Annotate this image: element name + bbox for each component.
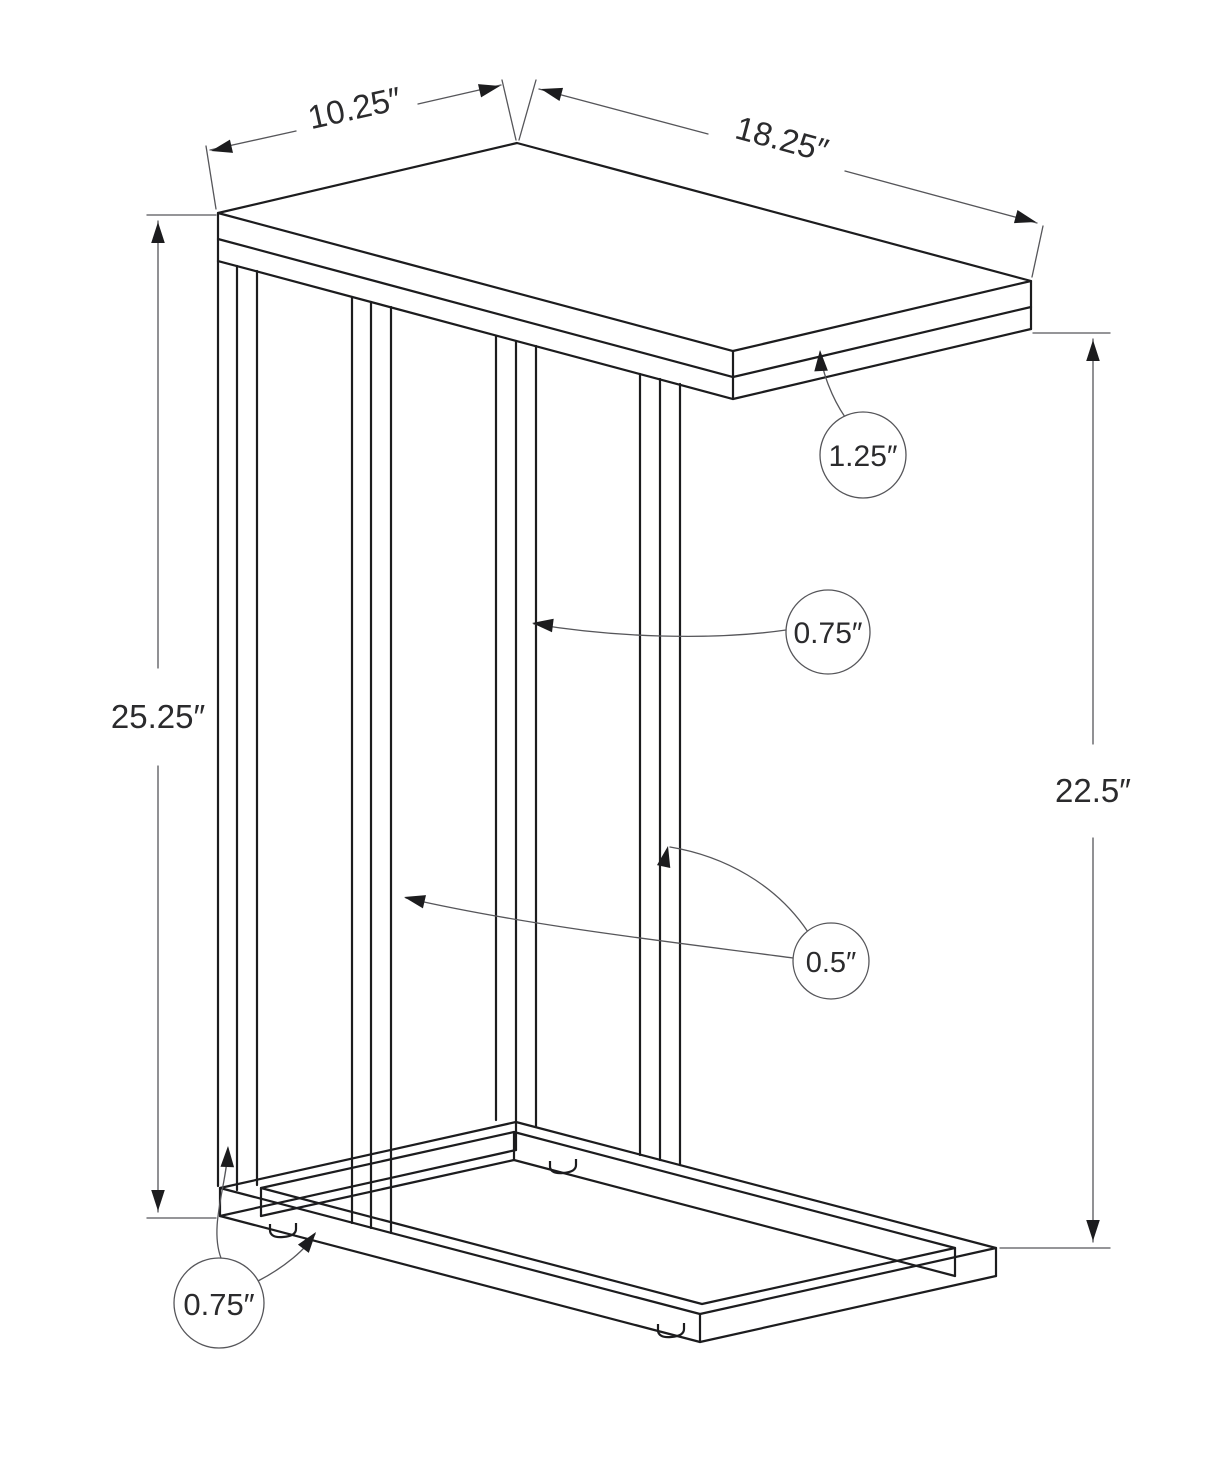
leader-line	[533, 623, 787, 638]
dimension-clearance-height: 22.5″	[999, 332, 1131, 1249]
arrowhead	[813, 349, 828, 372]
callout-post-depth: 0.75″	[531, 589, 871, 675]
support-posts	[216, 259, 682, 1235]
callout-bubble	[819, 411, 907, 499]
arrowhead	[220, 1145, 235, 1168]
table-top	[216, 141, 1033, 401]
base-inner-top-edge	[259, 1130, 957, 1306]
post-4	[638, 372, 682, 1167]
arrowhead	[209, 139, 233, 158]
callout-bubble	[785, 589, 871, 675]
extension-line	[1031, 225, 1044, 278]
arrowhead	[151, 1190, 165, 1211]
dimension-label: 0.5″	[806, 947, 857, 979]
dimension-label: 10.25″	[304, 79, 404, 136]
table-top-bottom-edge	[216, 259, 1033, 401]
arrowhead	[1086, 1220, 1100, 1241]
dimension-line	[538, 88, 1038, 224]
callout-bubble	[173, 1257, 265, 1349]
extension-line-apex-left	[501, 79, 517, 141]
callout-base-height: 0.75″	[173, 1145, 322, 1349]
leader-line-upper	[669, 846, 809, 933]
dimension-total-height: 25.25″	[111, 214, 217, 1219]
arrowhead	[1086, 340, 1100, 361]
base-frame	[218, 1120, 998, 1344]
base-left-bottom-edge	[218, 1148, 518, 1218]
dimension-top-width: 10.25″	[205, 79, 517, 210]
extension-line	[205, 145, 217, 210]
callout-bubble	[792, 922, 870, 1000]
dimension-label: 1.25″	[828, 440, 897, 473]
dimension-label: 22.5″	[1055, 772, 1131, 809]
table-top-surface	[216, 141, 1033, 353]
base-inner-wall-bottom	[259, 1158, 957, 1278]
post-1	[216, 259, 259, 1192]
base-outer-top-edge	[218, 1120, 998, 1316]
dimension-label: 0.75″	[183, 1287, 254, 1322]
extension-line-apex-right	[518, 79, 537, 141]
dimension-label: 25.25″	[111, 698, 206, 735]
arrowhead	[151, 222, 165, 243]
arrowhead	[402, 890, 426, 909]
callout-post-width: 0.5″	[402, 844, 870, 1000]
arrowhead	[478, 79, 502, 98]
post-2	[350, 295, 393, 1235]
leader-line-left	[405, 897, 794, 959]
table-top-reveal-line	[216, 237, 1033, 379]
callout-top-thickness: 1.25″	[813, 349, 907, 499]
dimension-label: 0.75″	[793, 617, 862, 650]
dimension-label: 18.25″	[732, 109, 833, 169]
arrowhead	[297, 1227, 322, 1253]
arrowhead	[1013, 209, 1038, 229]
arrowhead	[539, 82, 564, 102]
dimension-top-length: 18.25″	[518, 79, 1044, 278]
post-3	[494, 334, 538, 1129]
